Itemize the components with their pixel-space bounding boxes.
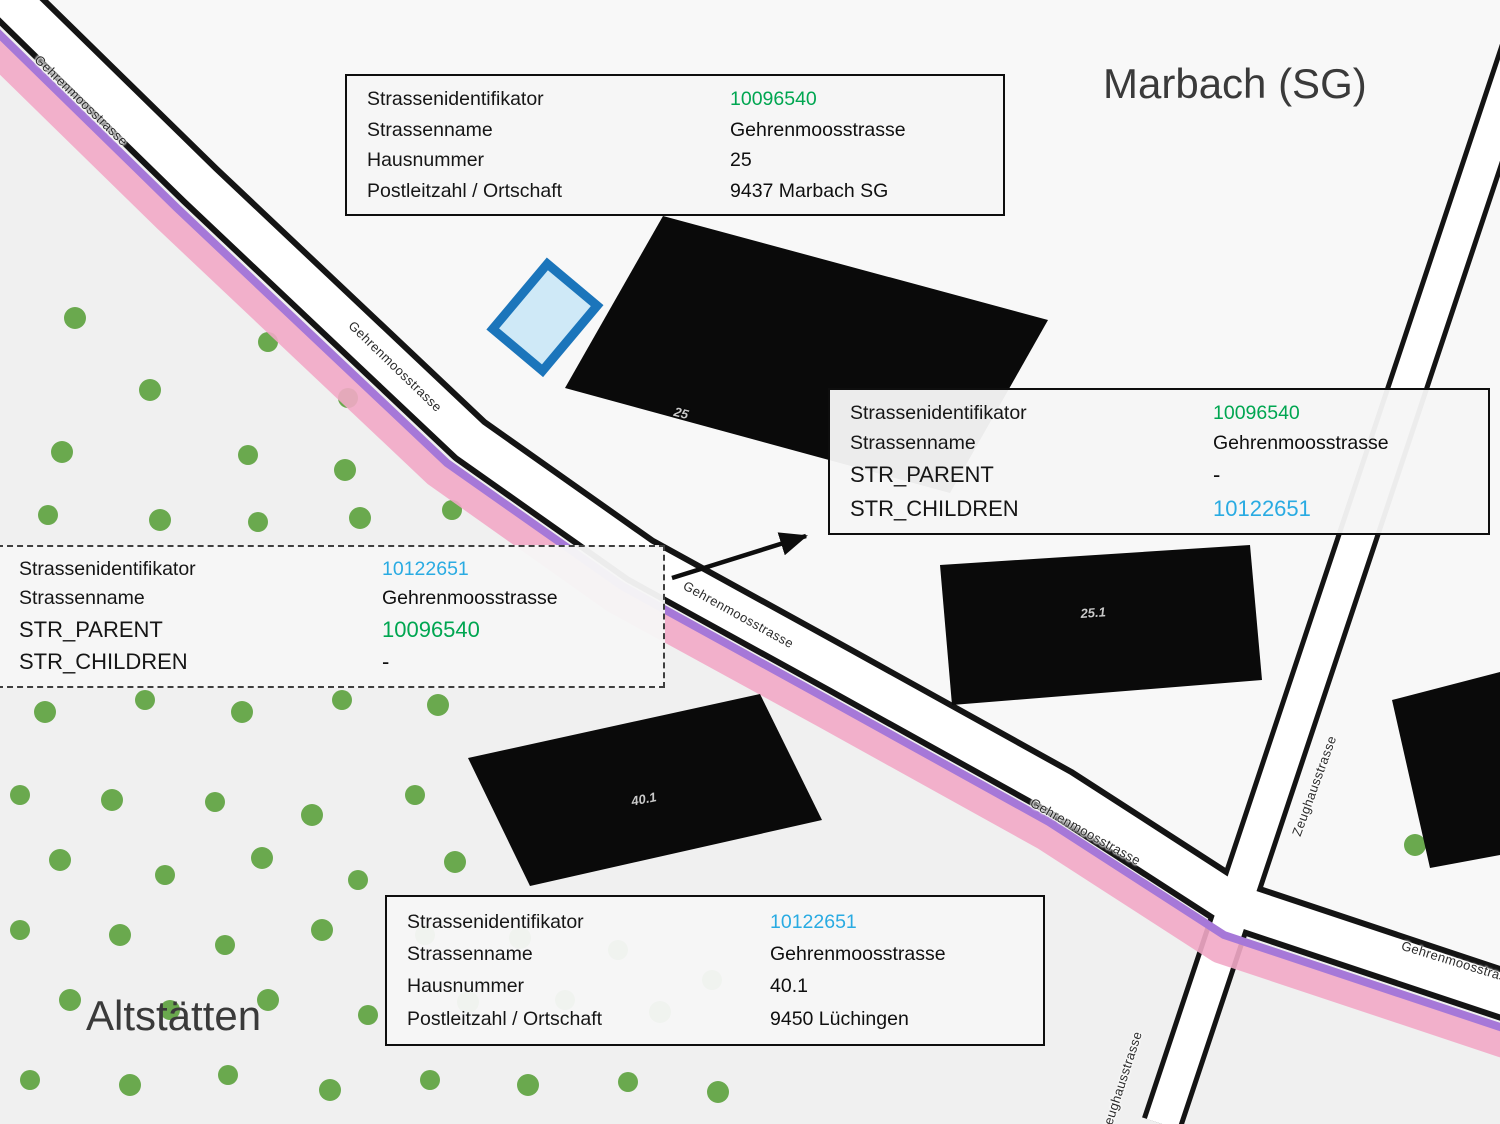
info-row: Strassenidentifikator 10122651	[387, 909, 1043, 935]
field-label: Strassenidentifikator	[407, 910, 584, 933]
info-row: Strassenidentifikator 10122651	[0, 556, 663, 582]
info-row: Strassenname Gehrenmoosstrasse	[830, 430, 1488, 456]
field-value: -	[382, 649, 390, 675]
municipal-boundary-band	[0, 38, 1500, 1058]
field-label: STR_CHILDREN	[850, 495, 1019, 521]
marbach-area	[0, 0, 1500, 1000]
info-row: Postleitzahl / Ortschaft 9437 Marbach SG	[347, 178, 1003, 204]
info-row: Strassenname Gehrenmoosstrasse	[387, 941, 1043, 967]
field-value: Gehrenmoosstrasse	[770, 943, 946, 966]
info-row: Hausnummer 40.1	[387, 973, 1043, 999]
field-label: Strassenname	[367, 118, 493, 141]
info-box-parent-street: Strassenidentifikator 10096540 Strassenn…	[828, 388, 1490, 535]
field-label: Hausnummer	[407, 975, 525, 998]
field-label: Postleitzahl / Ortschaft	[407, 1007, 603, 1030]
gehrenmoosstrasse-surface	[0, 0, 1500, 1015]
buildings	[468, 216, 1500, 886]
house-number-25-1: 25.1	[1080, 604, 1107, 621]
field-value: Gehrenmoosstrasse	[730, 118, 906, 141]
region-label-marbach: Marbach (SG)	[1103, 60, 1367, 107]
region-label-altstaetten: Altstätten	[86, 992, 262, 1039]
field-label: Strassenname	[407, 943, 533, 966]
field-value: Gehrenmoosstrasse	[382, 587, 558, 610]
field-label: Strassenidentifikator	[367, 88, 544, 111]
field-label: STR_PARENT	[850, 462, 994, 488]
info-row: Strassenidentifikator 10096540	[347, 86, 1003, 112]
field-label: Postleitzahl / Ortschaft	[367, 179, 563, 202]
field-value: 10096540	[1213, 401, 1300, 424]
field-label: Hausnummer	[367, 149, 485, 172]
building-right-edge	[1392, 672, 1500, 868]
info-box-house-25: Strassenidentifikator 10096540 Strassenn…	[345, 74, 1005, 216]
info-row: STR_PARENT -	[830, 460, 1488, 490]
info-row: Hausnummer 25	[347, 147, 1003, 173]
info-row: STR_CHILDREN -	[0, 647, 663, 677]
highlighted-building	[486, 257, 604, 378]
field-value: 10122651	[770, 910, 857, 933]
parent-child-arrow	[671, 532, 808, 581]
field-label: Strassenidentifikator	[850, 401, 1027, 424]
info-row: Strassenname Gehrenmoosstrasse	[347, 117, 1003, 143]
field-value: 25	[730, 149, 752, 172]
info-row: Strassenidentifikator 10096540	[830, 400, 1488, 426]
field-value: 9450 Lüchingen	[770, 1007, 909, 1030]
field-value: 9437 Marbach SG	[730, 179, 889, 202]
info-row: Postleitzahl / Ortschaft 9450 Lüchingen	[387, 1006, 1043, 1032]
field-label: Strassenname	[850, 431, 976, 454]
field-label: Strassenname	[19, 587, 145, 610]
info-row: STR_CHILDREN 10122651	[830, 494, 1488, 524]
building-25-1	[940, 545, 1262, 705]
info-box-house-40-1: Strassenidentifikator 10122651 Strassenn…	[385, 895, 1045, 1046]
field-label: STR_CHILDREN	[19, 649, 188, 675]
building-40-1	[468, 694, 822, 886]
info-row: STR_PARENT 10096540	[0, 615, 663, 645]
info-row: Strassenname Gehrenmoosstrasse	[0, 585, 663, 611]
field-value: 10096540	[382, 616, 480, 642]
field-value: 10096540	[730, 88, 817, 111]
municipal-boundary-line	[0, 29, 1500, 1032]
field-label: Strassenidentifikator	[19, 558, 196, 580]
field-value: Gehrenmoosstrasse	[1213, 431, 1389, 454]
field-value: -	[1213, 462, 1221, 488]
info-box-child-street: Strassenidentifikator 10122651 Strassenn…	[0, 545, 665, 688]
field-value: 40.1	[770, 975, 808, 998]
field-value: 10122651	[382, 558, 469, 580]
field-label: STR_PARENT	[19, 616, 163, 642]
field-value: 10122651	[1213, 495, 1311, 521]
